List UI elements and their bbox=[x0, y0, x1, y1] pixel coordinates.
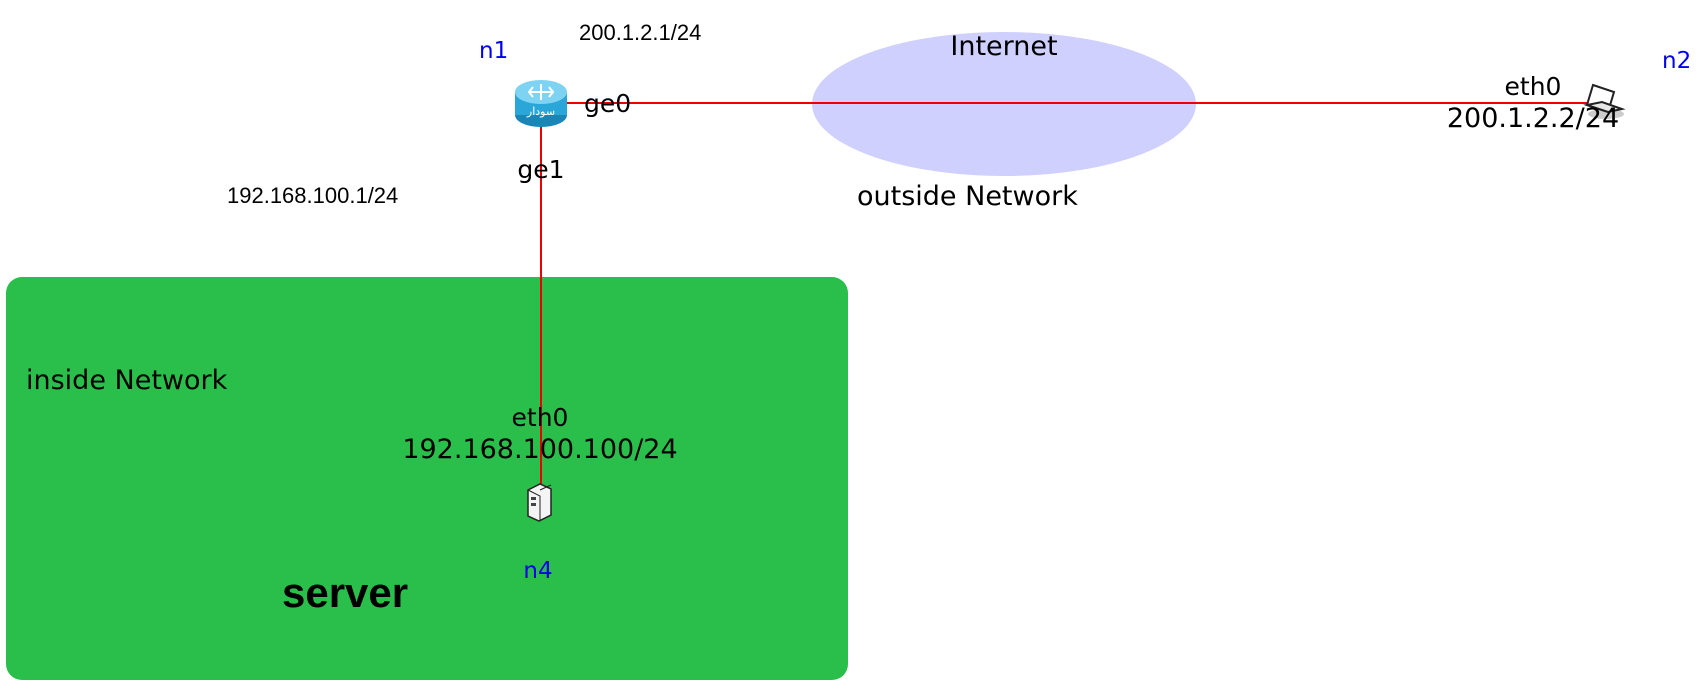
router-icon[interactable]: سودار bbox=[515, 80, 567, 127]
internet-label: Internet bbox=[950, 31, 1058, 62]
router-brand-text: سودار bbox=[526, 105, 555, 118]
laptop-icon[interactable] bbox=[1583, 83, 1626, 119]
inside-network-label: inside Network bbox=[26, 365, 228, 396]
node-label-n2: n2 bbox=[1662, 48, 1692, 74]
n1-ge1-label: ge1 bbox=[517, 155, 565, 184]
server-label: server bbox=[282, 569, 409, 616]
n1-ge1-address: 192.168.100.1/24 bbox=[227, 183, 399, 208]
server-icon[interactable] bbox=[527, 483, 552, 522]
node-label-n1: n1 bbox=[479, 38, 509, 64]
n2-eth0-address: 200.1.2.2/24 bbox=[1446, 103, 1620, 134]
n4-eth0-address: 192.168.100.100/24 bbox=[402, 434, 678, 465]
n4-eth0-label: eth0 bbox=[511, 403, 569, 432]
n1-ge0-address: 200.1.2.1/24 bbox=[579, 20, 702, 45]
n2-eth0-label: eth0 bbox=[1504, 72, 1562, 101]
n1-ge0-label: ge0 bbox=[584, 89, 632, 118]
inside-network-region[interactable] bbox=[6, 277, 848, 680]
node-label-n4: n4 bbox=[523, 558, 553, 584]
outside-network-label: outside Network bbox=[857, 181, 1078, 212]
